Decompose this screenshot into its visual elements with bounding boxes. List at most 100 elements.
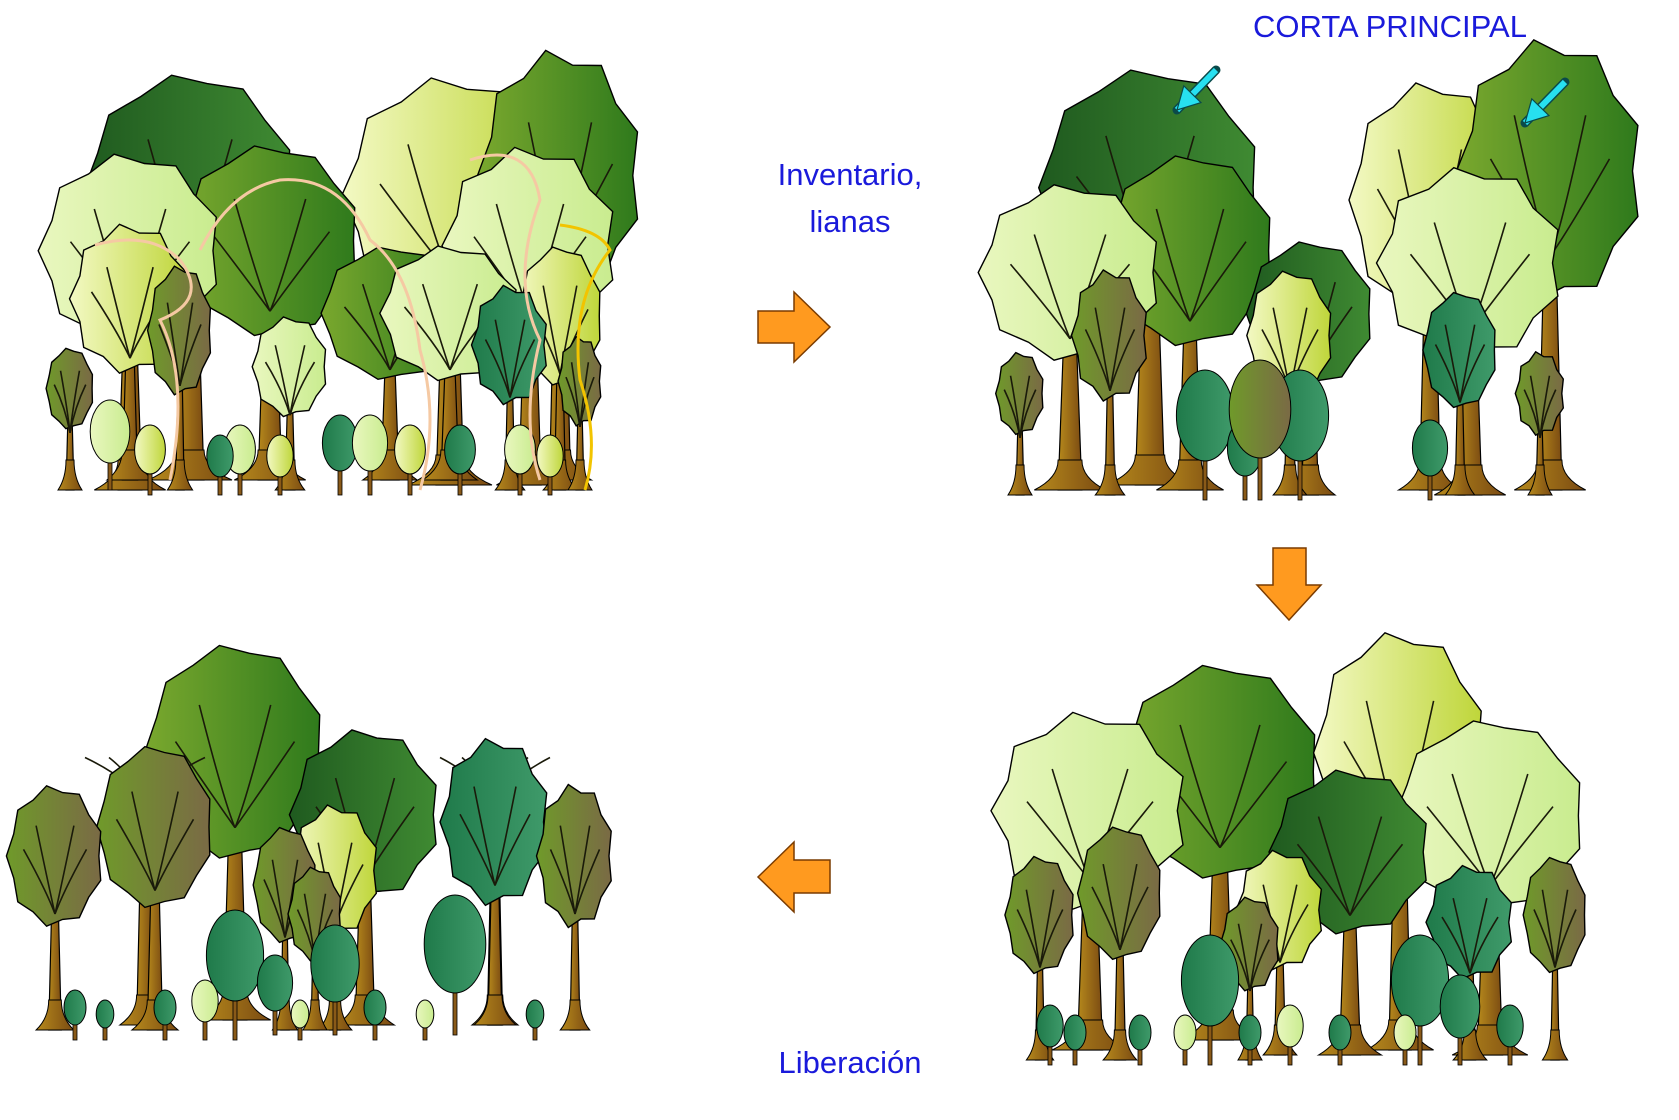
tree-buttress bbox=[34, 999, 76, 1031]
tree bbox=[1514, 350, 1565, 496]
sapling-crown bbox=[205, 909, 265, 1002]
tree-branch bbox=[35, 825, 56, 915]
tree-branch bbox=[1094, 307, 1111, 391]
tree-branch bbox=[361, 283, 391, 371]
liberacion-label: Liberación bbox=[778, 1045, 922, 1080]
sapling bbox=[1328, 1014, 1352, 1066]
sapling bbox=[153, 989, 177, 1041]
sapling-crown bbox=[1036, 1004, 1064, 1048]
sapling bbox=[1036, 1004, 1064, 1066]
tree bbox=[95, 745, 211, 1031]
tree-branch bbox=[1119, 864, 1138, 951]
tree-branch bbox=[106, 266, 131, 359]
tree-branch bbox=[1349, 843, 1404, 916]
tree-crown bbox=[1514, 350, 1565, 437]
tree-branch bbox=[1025, 889, 1041, 968]
tree-buttress bbox=[166, 459, 194, 491]
sapling bbox=[310, 924, 360, 1036]
sapling-crown bbox=[63, 989, 87, 1026]
tree-crown bbox=[1522, 856, 1586, 974]
tree-branch bbox=[59, 370, 71, 433]
sapling-crown bbox=[1496, 1004, 1524, 1048]
tree-branch bbox=[154, 818, 195, 891]
tree-branch bbox=[1459, 324, 1476, 403]
tree-branch bbox=[1554, 889, 1569, 968]
tree bbox=[1070, 269, 1147, 496]
tree-buttress bbox=[1007, 464, 1033, 496]
forest-scene-liberation bbox=[5, 644, 612, 1041]
tree-branch bbox=[494, 813, 531, 886]
sapling bbox=[266, 434, 294, 496]
sapling-crown bbox=[444, 424, 476, 475]
sapling-crown bbox=[415, 999, 435, 1029]
tree-branch bbox=[1102, 864, 1121, 951]
sapling bbox=[1238, 1014, 1262, 1066]
liana-vine bbox=[94, 238, 193, 481]
tree-branch bbox=[269, 231, 331, 312]
tree-branch bbox=[1444, 324, 1461, 403]
tree-buttress bbox=[1094, 464, 1126, 496]
tree-buttress bbox=[1102, 1029, 1138, 1061]
sapling-crown bbox=[1228, 359, 1292, 459]
tree-branch bbox=[1009, 375, 1021, 438]
tree-branch bbox=[1296, 843, 1351, 916]
sapling-crown bbox=[256, 954, 294, 1012]
tree-buttress bbox=[1514, 459, 1586, 491]
inventario-line: Inventario, bbox=[777, 157, 923, 192]
sapling-crown bbox=[1175, 369, 1235, 462]
tree-branch bbox=[129, 266, 154, 359]
sapling bbox=[423, 894, 487, 1036]
tree-branch bbox=[570, 362, 581, 427]
sapling bbox=[1063, 1014, 1087, 1066]
tree-branch bbox=[1279, 884, 1298, 963]
tree-crown bbox=[5, 784, 102, 928]
sapling-crown bbox=[363, 989, 387, 1026]
tree-branch bbox=[421, 283, 451, 371]
tree bbox=[994, 351, 1044, 496]
tree-branch bbox=[1219, 761, 1288, 849]
tree-buttress bbox=[1527, 464, 1553, 496]
tree bbox=[1522, 856, 1586, 1061]
tree-branch bbox=[1019, 375, 1031, 438]
sapling-crown bbox=[1128, 1014, 1152, 1051]
tree-branch bbox=[271, 859, 286, 938]
tree-branch bbox=[459, 813, 496, 886]
tree-branch bbox=[494, 786, 517, 886]
tree-branch bbox=[166, 302, 181, 386]
tree-crown bbox=[535, 783, 612, 929]
tree-branch bbox=[209, 231, 271, 312]
tree-branch bbox=[269, 198, 307, 312]
forest-scene-before bbox=[37, 49, 639, 496]
tree-branch bbox=[131, 791, 156, 891]
tree-branch bbox=[449, 283, 479, 371]
tree-branch bbox=[494, 319, 511, 398]
corta-principal-label: CORTA PRINCIPAL bbox=[1253, 9, 1527, 44]
sapling bbox=[134, 424, 166, 496]
sapling-crown bbox=[89, 399, 131, 464]
tree-crown bbox=[1375, 166, 1559, 360]
sapling-crown bbox=[290, 999, 310, 1029]
sapling-crown bbox=[1393, 1014, 1417, 1051]
tree-branch bbox=[289, 345, 306, 416]
sapling bbox=[321, 414, 359, 496]
sapling bbox=[1228, 359, 1292, 501]
step-arrow-down bbox=[1255, 547, 1323, 622]
tree-branch bbox=[1317, 816, 1351, 916]
sapling bbox=[525, 999, 545, 1041]
sapling bbox=[1496, 1004, 1524, 1066]
tree-branch bbox=[198, 704, 236, 828]
target-arrow-left-tree bbox=[1172, 65, 1221, 115]
tree-buttress bbox=[1541, 1029, 1569, 1061]
forest-scene-main-cut bbox=[990, 631, 1586, 1066]
sapling-crown bbox=[191, 979, 219, 1023]
step-arrow-right bbox=[757, 290, 832, 364]
tree-branch bbox=[233, 198, 271, 312]
sapling bbox=[1173, 1014, 1197, 1066]
sapling bbox=[1393, 1014, 1417, 1066]
lianas-line: lianas bbox=[809, 203, 891, 239]
tree bbox=[1004, 855, 1074, 1061]
tree-branch bbox=[234, 741, 296, 829]
tree-branch bbox=[174, 741, 236, 829]
tree-branch bbox=[579, 362, 590, 427]
